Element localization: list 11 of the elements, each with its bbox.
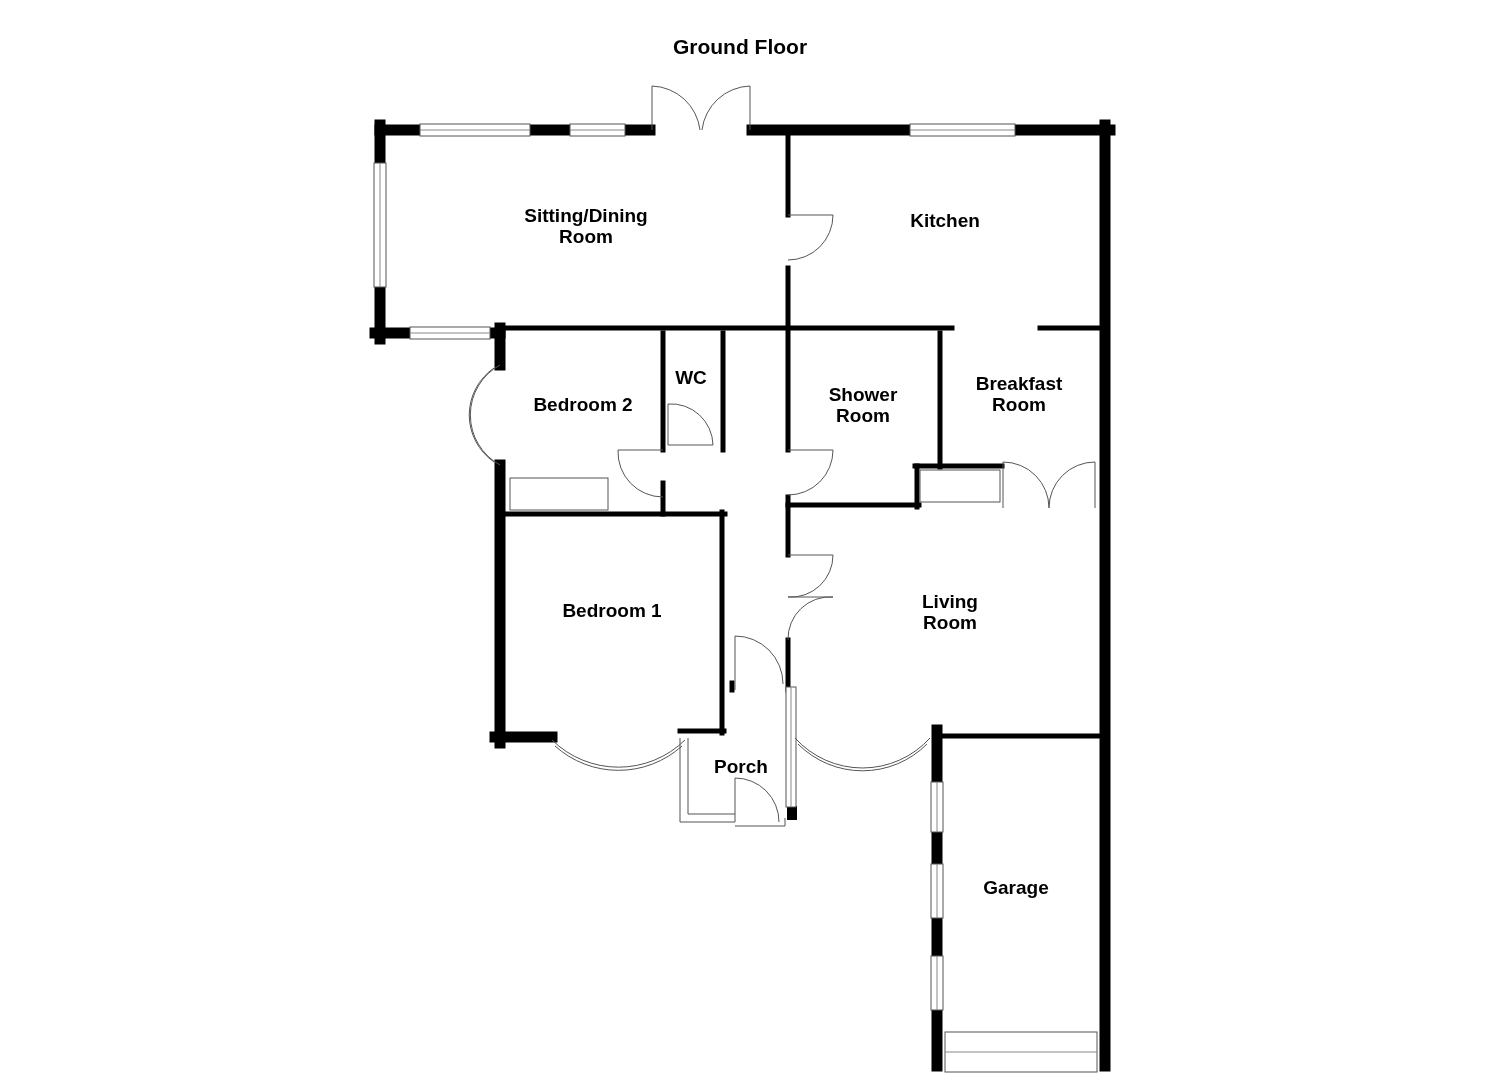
room-name: Sitting/Dining Room: [511, 205, 661, 247]
room-name: Kitchen: [910, 209, 980, 231]
room-name: WC: [675, 366, 707, 388]
room-name: Living Room: [905, 591, 995, 633]
room-name: Garage: [983, 876, 1049, 898]
room-name: Bedroom 2: [533, 393, 633, 415]
room-name: Shower Room: [813, 384, 913, 426]
plan-title: Ground Floor: [672, 35, 808, 59]
room-name: Breakfast Room: [964, 373, 1074, 415]
room-name: Porch: [714, 755, 768, 777]
room-name: Bedroom 1: [562, 599, 662, 621]
